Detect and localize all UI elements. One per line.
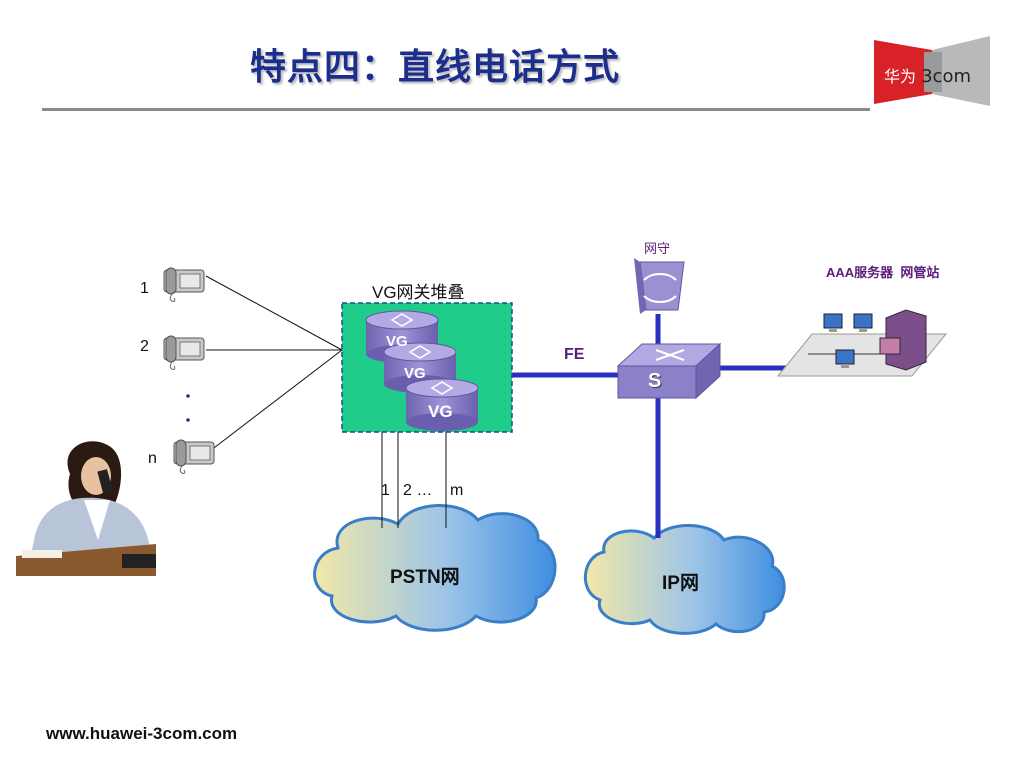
trunk-1-label: 1: [381, 482, 390, 499]
servers-label: AAA服务器 网管站: [826, 265, 940, 280]
phone-icon: [163, 267, 205, 302]
phone-lines: [205, 275, 343, 455]
logo-cn: 华为: [884, 67, 917, 86]
phone-icon: [173, 439, 215, 474]
phone-n-label: n: [148, 450, 157, 467]
vg-gateway-3: [405, 378, 479, 431]
phone-icon: [163, 335, 205, 370]
trunk-m-label: m: [450, 482, 464, 499]
footer-url[interactable]: www.huawei-3com.com: [46, 724, 238, 743]
pstn-cloud: [313, 504, 557, 632]
huawei-3com-logo: [874, 36, 990, 106]
pstn-label: PSTN网: [390, 567, 460, 588]
phone-2-label: 2: [140, 338, 149, 355]
workstation-icon: [853, 313, 873, 332]
trunk-2-label: 2 …: [403, 482, 433, 499]
vg-device-label: VG: [386, 333, 408, 350]
workstation-icon: [823, 313, 843, 332]
switch-device: [616, 342, 722, 400]
fe-label: FE: [564, 346, 585, 363]
woman-on-phone-photo: [16, 438, 156, 576]
vg-device-label: VG: [428, 402, 453, 421]
gatekeeper-label: 网守: [644, 241, 671, 256]
ellipsis-dot: [186, 418, 190, 422]
server-tower-icon: [879, 309, 927, 371]
vg-device-label: VG: [404, 365, 426, 382]
gatekeeper-device: [634, 258, 685, 314]
switch-label: S: [648, 370, 662, 392]
ellipsis-dot: [186, 394, 190, 398]
vg-stack-label: VG网关堆叠: [372, 283, 465, 302]
phone-1-label: 1: [140, 280, 149, 297]
workstation-icon: [835, 349, 855, 368]
logo-brand: 3com: [921, 66, 972, 87]
ip-label: IP网: [662, 573, 699, 594]
server-lan: [776, 309, 948, 377]
page-title: 特点四：直线电话方式: [250, 47, 621, 88]
ip-cloud: [584, 524, 786, 635]
network-links: [512, 314, 790, 538]
title-divider: [42, 108, 870, 111]
trunk-lines: [381, 432, 447, 528]
logo-text: 华为 3com: [884, 63, 971, 87]
